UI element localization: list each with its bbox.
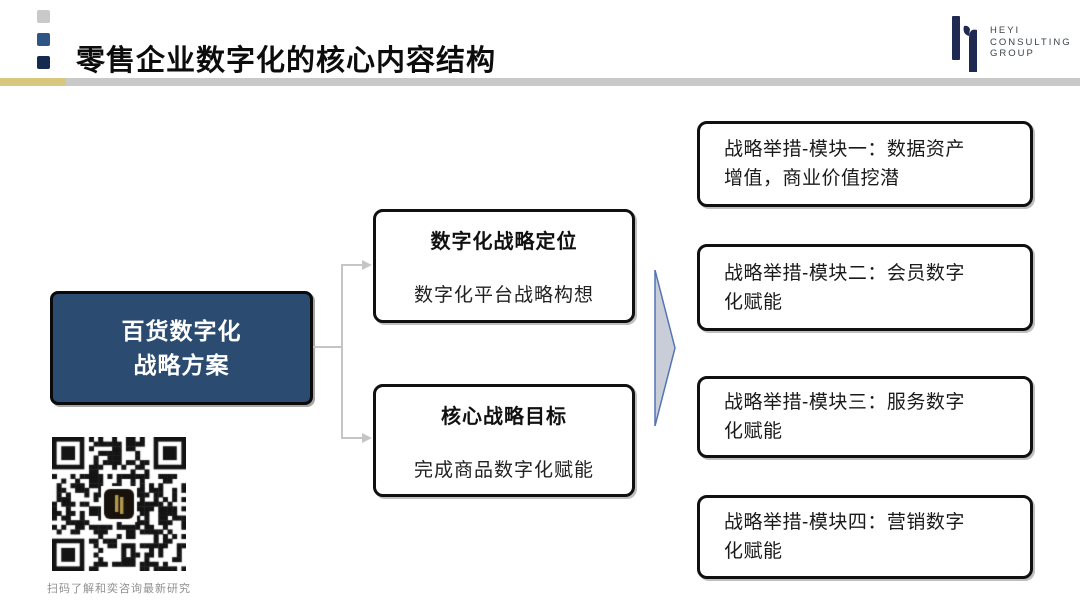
connector-arrowhead-top [362,259,372,270]
module-box-1: 战略举措-模块一：数据资产 增值，商业价值挖潜 [697,121,1033,207]
company-logo: HEYI CONSULTING GROUP [950,14,1080,72]
connector-arrowhead-bottom [362,432,372,443]
connector-vertical [341,265,343,439]
connector-top-branch [341,264,363,266]
module-2-line-2: 化赋能 [724,291,783,313]
header-divider [0,78,1080,86]
module-3-line-1: 战略举措-模块三：服务数字 [724,392,965,413]
connector-bottom-branch [341,437,363,439]
header-accent-square-navy [37,56,50,69]
module-4-line-1: 战略举措-模块四：营销数字 [724,512,965,533]
mid-box-1-title: 数字化战略定位 [430,231,578,253]
module-1-line-1: 战略举措-模块一：数据资产 [724,139,965,160]
logo-line-1: HEYI [990,25,1021,36]
flow-arrow-icon [654,269,676,427]
module-box-3: 战略举措-模块三：服务数字 化赋能 [697,376,1033,458]
connector-root-horizontal [313,346,343,348]
root-box-line-1: 百货数字化 [121,318,242,344]
module-2-line-1: 战略举措-模块二：会员数字 [724,262,965,284]
root-strategy-box: 百货数字化 战略方案 [50,291,313,405]
mid-box-strategy-positioning: 数字化战略定位 数字化平台战略构想 [373,209,635,323]
header-divider-gold-segment [0,78,66,86]
header-accent-square-gray [37,10,50,23]
module-box-2: 战略举措-模块二：会员数字 化赋能 [697,244,1033,331]
heyi-logo-icon [952,16,977,72]
mid-box-2-title: 核心战略目标 [441,405,567,428]
header-accent-square-blue [37,33,50,46]
logo-line-3: GROUP [990,48,1035,59]
logo-line-2: CONSULTING [990,36,1072,48]
logo-wordmark: HEYI CONSULTING GROUP [990,25,1072,60]
module-box-4: 战略举措-模块四：营销数字 化赋能 [697,495,1033,579]
module-4-line-2: 化赋能 [724,541,783,562]
module-1-line-2: 增值，商业价值挖潜 [724,168,900,189]
mid-box-1-subtitle: 数字化平台战略构想 [413,285,594,306]
mid-box-2-subtitle: 完成商品数字化赋能 [413,459,594,481]
module-3-line-2: 化赋能 [724,421,783,442]
mid-box-core-goal: 核心战略目标 完成商品数字化赋能 [373,384,635,497]
page-title: 零售企业数字化的核心内容结构 [76,45,497,78]
qr-code [52,437,186,571]
root-box-line-2: 战略方案 [133,352,230,378]
qr-caption: 扫码了解和奕咨询最新研究 [47,583,191,595]
